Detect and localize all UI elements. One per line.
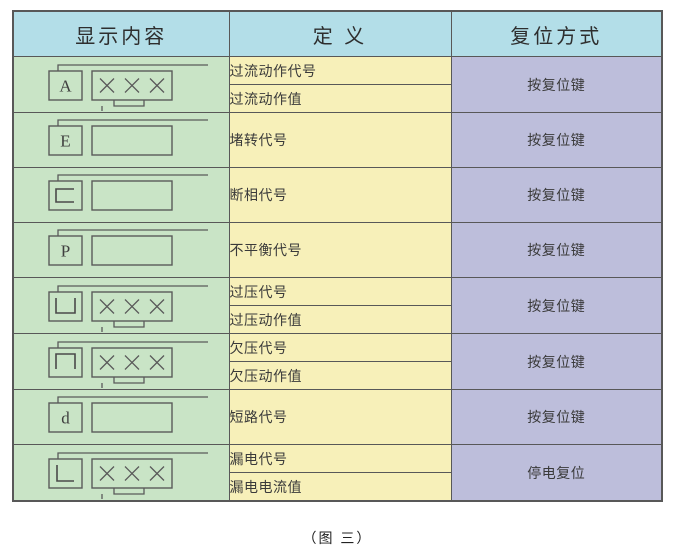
header-display-content: 显示内容 [12,10,230,57]
display-content-cell [12,333,230,390]
display-content-cell: d [12,389,230,445]
definition-cell: 漏电代号 [228,444,452,473]
definition-cell: 漏电电流值 [228,472,452,502]
table-header-row: 显示内容 定 义 复位方式 [12,10,663,57]
display-content-cell: A [12,56,230,113]
display-code-icon [26,169,216,221]
display-code-icon: E [26,114,216,166]
reset-method-cell: 按复位键 [450,277,663,334]
reset-method-cell: 按复位键 [450,167,663,223]
display-glyph-svg: A [48,63,209,111]
display-glyph-svg [48,284,209,332]
table-row: E 堵转代号按复位键 [12,112,663,168]
table-row: 过压代号按复位键 [12,277,663,334]
svg-text:d: d [62,409,71,428]
reset-method-cell: 按复位键 [450,56,663,113]
table-row: 断相代号按复位键 [12,167,663,223]
table-row: d 短路代号按复位键 [12,389,663,445]
definition-cell: 过压动作值 [228,305,452,334]
table-row: 漏电代号停电复位 [12,444,663,502]
definition-cell: 过压代号 [228,277,452,306]
display-content-cell [12,277,230,334]
definition-cell: 过流动作代号 [228,56,452,85]
definition-cell: 欠压代号 [228,333,452,362]
header-definition: 定 义 [228,10,452,57]
display-glyph-svg [48,340,209,388]
display-content-cell: E [12,112,230,168]
table-row: 过流动作值 [13,84,662,113]
definition-cell: 断相代号 [228,167,452,223]
reset-method-cell: 按复位键 [450,112,663,168]
table-row: 漏电电流值 [13,472,662,502]
table-row: 欠压动作值 [13,361,662,390]
display-glyph-svg [48,174,209,211]
svg-text:E: E [61,132,71,151]
svg-text:P: P [61,242,70,261]
reset-method-cell: 按复位键 [450,222,663,278]
header-reset-method: 复位方式 [450,10,663,57]
display-glyph-svg: d [48,396,209,433]
table-row: 欠压代号按复位键 [12,333,663,390]
display-content-cell: P [12,222,230,278]
definition-cell: 堵转代号 [228,112,452,168]
definition-cell: 不平衡代号 [228,222,452,278]
figure-caption: （图 三） [302,530,373,546]
display-code-icon [26,336,216,388]
display-content-cell [12,167,230,223]
svg-text:A: A [60,76,73,95]
table-row: A 过流动作代号按复位键 [12,56,663,113]
definition-cell: 过流动作值 [228,84,452,113]
display-code-icon: A [26,59,216,111]
display-code-icon: d [26,391,216,443]
table-row: P 不平衡代号按复位键 [12,222,663,278]
display-content-cell [12,444,230,502]
reset-method-cell: 按复位键 [450,333,663,390]
display-code-icon: P [26,224,216,276]
definition-cell: 欠压动作值 [228,361,452,390]
definition-cell: 短路代号 [228,389,452,445]
display-glyph-svg: P [48,229,209,266]
reset-method-cell: 按复位键 [450,389,663,445]
display-glyph-svg: E [48,119,209,156]
display-glyph-svg [48,451,209,499]
display-code-icon [26,447,216,499]
table-row: 过压动作值 [13,305,662,334]
display-code-icon [26,280,216,332]
reset-method-cell: 停电复位 [450,444,663,502]
